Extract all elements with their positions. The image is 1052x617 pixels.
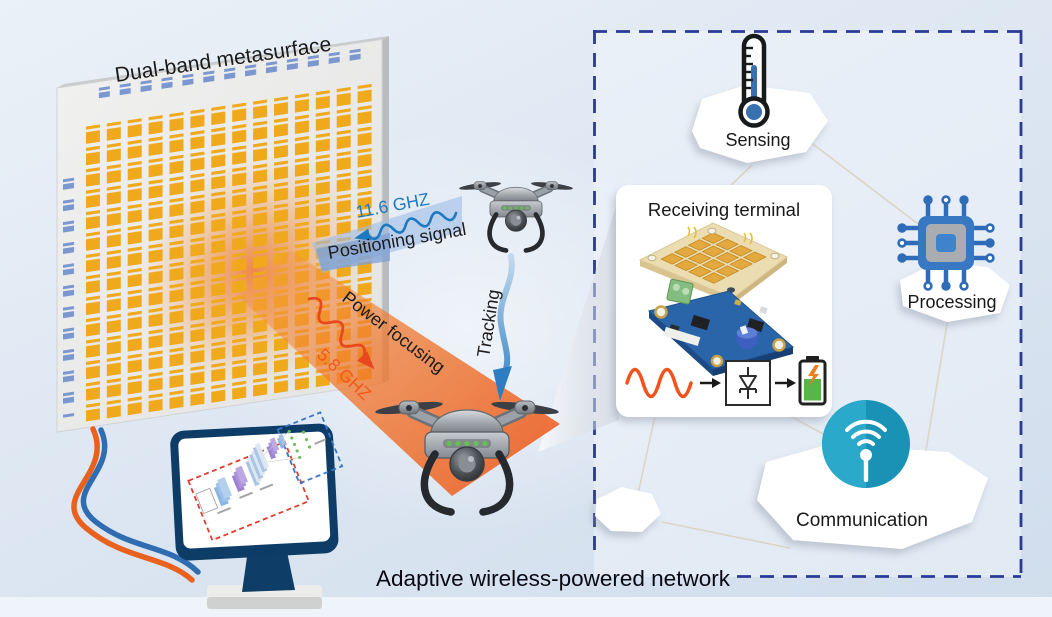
processing-label: Processing <box>907 292 996 312</box>
positioning-wave-icon <box>354 211 458 241</box>
sensing-label: Sensing <box>725 130 790 150</box>
control-computer <box>170 411 344 609</box>
receiving-terminal-title: Receiving terminal <box>648 199 800 220</box>
callout-wedge <box>538 197 619 452</box>
bottom-strip <box>0 597 1052 617</box>
communication-label: Communication <box>796 510 928 531</box>
positioning-beam-core <box>316 233 390 271</box>
rectenna-illustration <box>638 222 795 376</box>
network-node-hexagon <box>595 487 661 532</box>
cables <box>71 426 201 583</box>
battery-icon <box>798 356 827 406</box>
caption: Adaptive wireless-powered network <box>376 566 731 591</box>
tracking-arrow-icon <box>493 253 515 401</box>
diode-icon <box>725 360 771 406</box>
metasurface-cells-blue-row <box>98 47 365 100</box>
power-wave-icon <box>307 296 375 370</box>
metasurface-cells-blue-column <box>63 177 75 420</box>
processing-badge: Processing <box>897 195 1010 322</box>
rf-sine-icon <box>625 367 693 399</box>
receiving-terminal-card: Receiving terminal <box>616 185 832 417</box>
sensing-badge: Sensing <box>692 33 828 163</box>
cnn-diagram <box>187 411 344 542</box>
thermometer-icon <box>738 33 770 128</box>
wifi-icon <box>822 400 910 488</box>
chip-icon <box>897 195 995 291</box>
communication-badge: Communication <box>757 400 988 549</box>
